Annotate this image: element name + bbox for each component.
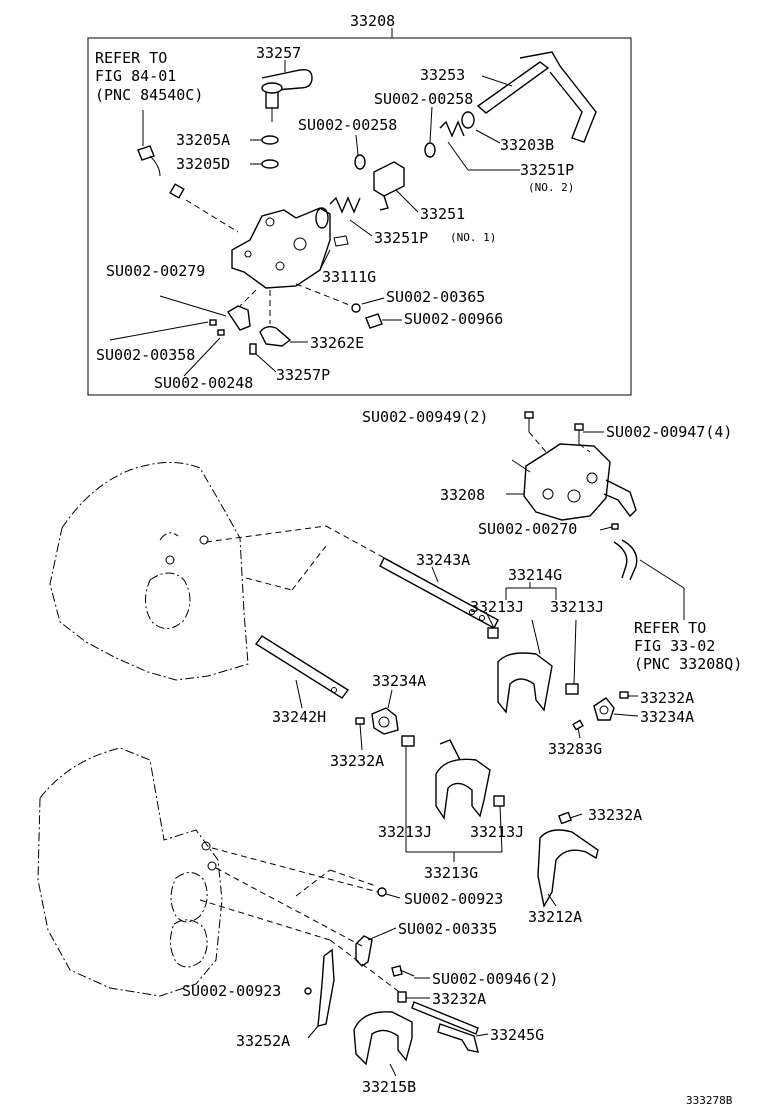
label-33245G: 33245G [490, 1026, 544, 1044]
label-su002-00358: SU002-00358 [96, 346, 195, 364]
label-33205D: 33205D [176, 155, 230, 173]
label-33253: 33253 [420, 66, 465, 84]
label-refer-fig84-line3: (PNC 84540C) [95, 86, 203, 104]
lower-small-parts [304, 887, 430, 1003]
label-33213J-a: 33213J [470, 598, 524, 616]
part-33234A-right [572, 691, 639, 739]
part-33251 [373, 161, 419, 213]
label-su002-00258-a: SU002-00258 [374, 90, 473, 108]
upper-assembly-group [87, 28, 632, 396]
part-33234A-center [355, 689, 399, 751]
part-33257 [261, 60, 313, 122]
label-refer-fig33-line2: FIG 33-02 [634, 637, 715, 655]
label-no2: (NO. 2) [528, 181, 574, 194]
label-33283G: 33283G [548, 740, 602, 758]
label-su002-00947: SU002-00947(4) [606, 423, 732, 441]
label-su002-00258-b: SU002-00258 [298, 116, 397, 134]
mid-assembly-group [506, 411, 685, 620]
label-33215B: 33215B [362, 1078, 416, 1096]
label-33111G: 33111G [322, 268, 376, 286]
part-33242H [254, 635, 350, 709]
label-refer-fig33-line3: (PNC 33208Q) [634, 655, 742, 673]
part-sensor [137, 110, 239, 233]
part-33213G [401, 735, 505, 862]
label-33205A: 33205A [176, 131, 230, 149]
label-33214G: 33214G [508, 566, 562, 584]
label-33232A-d: 33232A [432, 990, 486, 1008]
assembly-frame [87, 37, 632, 396]
bolt-947 [574, 423, 604, 453]
label-no1: (NO. 1) [450, 231, 496, 244]
label-su002-00949: SU002-00949(2) [362, 408, 488, 426]
part-33245G [411, 1001, 489, 1053]
label-33234A-a: 33234A [372, 672, 426, 690]
label-su002-00270: SU002-00270 [478, 520, 577, 538]
part-33212A [537, 811, 599, 908]
label-33251: 33251 [420, 205, 465, 223]
label-33232A-a: 33232A [640, 689, 694, 707]
case-upper [49, 461, 499, 681]
label-su002-00279: SU002-00279 [106, 262, 205, 280]
label-33232A-b: 33232A [330, 752, 384, 770]
label-33208-top: 33208 [350, 12, 395, 30]
label-33208-mid: 33208 [440, 486, 485, 504]
label-su002-00248: SU002-00248 [154, 374, 253, 392]
label-33213J-b: 33213J [550, 598, 604, 616]
label-33213J-c: 33213J [378, 823, 432, 841]
label-33257: 33257 [256, 44, 301, 62]
part-33243A [379, 557, 499, 629]
label-33212A: 33212A [528, 908, 582, 926]
label-33262E: 33262E [310, 334, 364, 352]
label-su002-00923-a: SU002-00923 [404, 890, 503, 908]
part-33111G-housing [231, 207, 349, 289]
case-lower [37, 747, 411, 1001]
label-su002-00335: SU002-00335 [398, 920, 497, 938]
bolt-949 [524, 411, 547, 453]
part-33262E [259, 290, 308, 347]
label-su002-00923-b: SU002-00923 [182, 982, 281, 1000]
label-33213J-d: 33213J [470, 823, 524, 841]
label-refer-fig84-line2: FIG 84-01 [95, 67, 176, 85]
part-33253 [476, 51, 597, 143]
part-33252A [307, 948, 335, 1039]
label-33213G: 33213G [424, 864, 478, 882]
part-33215B [353, 1011, 413, 1077]
label-33243A: 33243A [416, 551, 470, 569]
label-33203B: 33203B [500, 136, 554, 154]
label-33251P-no2: 33251P [520, 161, 574, 179]
label-33242H: 33242H [272, 708, 326, 726]
part-33214G [497, 582, 579, 714]
label-33257P: 33257P [276, 366, 330, 384]
label-33234A-b: 33234A [640, 708, 694, 726]
label-33251P-no1: 33251P [374, 229, 428, 247]
diagram-id: 333278B [686, 1094, 733, 1107]
labels: 33208 REFER TO FIG 84-01 (PNC 84540C) 33… [95, 12, 742, 1107]
label-refer-fig33-line1: REFER TO [634, 619, 706, 637]
label-su002-00966: SU002-00966 [404, 310, 503, 328]
label-su002-00365: SU002-00365 [386, 288, 485, 306]
label-refer-fig84-line1: REFER TO [95, 49, 167, 67]
label-33252A: 33252A [236, 1032, 290, 1050]
label-su002-00946: SU002-00946(2) [432, 970, 558, 988]
label-33232A-c: 33232A [588, 806, 642, 824]
